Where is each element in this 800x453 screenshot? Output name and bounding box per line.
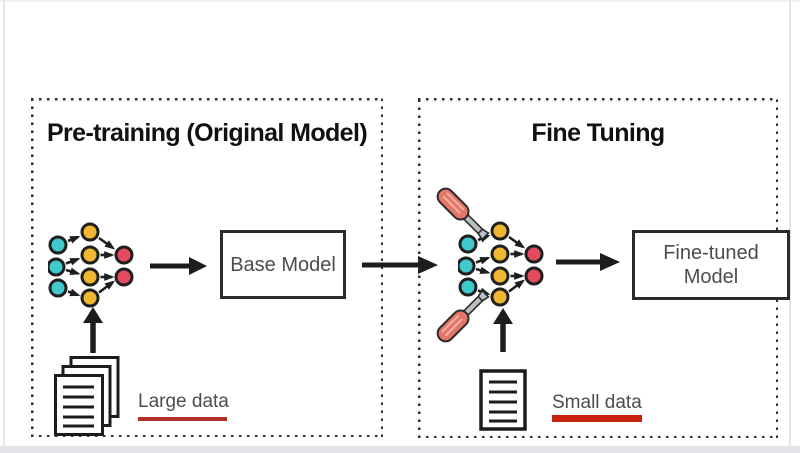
slide-edge-top	[0, 0, 800, 2]
arrow-right-icon	[150, 257, 207, 275]
small-data-label: Small data	[552, 392, 642, 413]
slide-edge-left	[3, 0, 5, 446]
pretraining-title: Pre-training (Original Model)	[46, 119, 368, 147]
large-data-underline	[138, 417, 227, 421]
fine-tuned-model-label: Fine-tuned Model	[663, 242, 759, 288]
neural-network-icon	[48, 222, 134, 308]
base-model-label: Base Model	[230, 253, 336, 276]
base-model-box: Base Model	[220, 230, 346, 299]
finetuning-title: Fine Tuning	[531, 119, 665, 147]
arrow-right-icon	[556, 253, 620, 271]
document-stack-icon	[54, 356, 120, 436]
slide-edge-right	[789, 0, 791, 446]
neural-network-icon	[458, 221, 544, 307]
arrow-up-icon	[83, 307, 103, 353]
fine-tuned-model-box: Fine-tuned Model	[632, 230, 790, 300]
screwdriver-icon	[436, 187, 490, 241]
small-data-underline	[552, 415, 642, 422]
slide-edge-bottom	[0, 446, 800, 453]
document-icon	[479, 369, 527, 431]
arrow-up-icon	[493, 308, 513, 352]
screwdriver-icon	[436, 289, 490, 343]
large-data-label: Large data	[138, 391, 229, 412]
